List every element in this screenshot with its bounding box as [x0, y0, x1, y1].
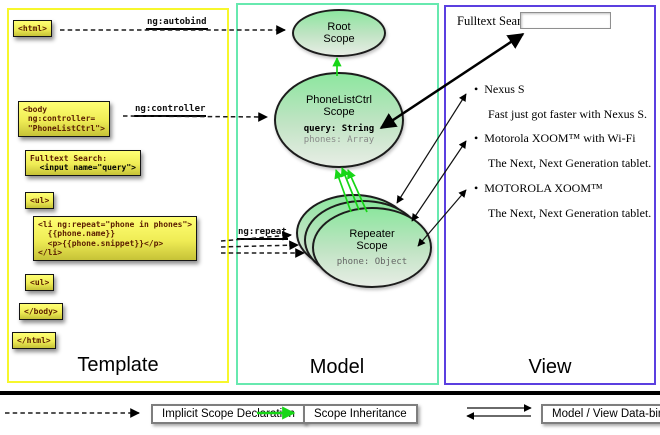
- code-line: <p>{{phone.snippet}}</p>: [38, 238, 164, 248]
- code-line: Fulltext Search:: [30, 153, 108, 163]
- code-box-body-open: <body ng:controller= "PhoneListCtrl">: [18, 101, 110, 137]
- list-item: • MOTOROLA XOOM™: [474, 181, 603, 196]
- template-column-label: Template: [77, 354, 159, 376]
- bullet-icon: •: [474, 82, 479, 96]
- code-line: "PhoneListCtrl">: [23, 123, 105, 133]
- item-title: Motorola XOOM™ with Wi-Fi: [484, 131, 636, 145]
- item-title: MOTOROLA XOOM™: [484, 181, 603, 195]
- code-line: </body>: [24, 306, 58, 316]
- repeater-scope-ellipse-front: Repeater Scope phone: Object: [312, 207, 432, 288]
- item-title: Nexus S: [484, 82, 525, 96]
- code-line: </li>: [38, 248, 63, 257]
- legend-scope-inheritance: Scope Inheritance: [303, 404, 418, 424]
- code-box-html-close: </html>: [12, 332, 56, 349]
- model-column-label: Model: [309, 356, 365, 378]
- code-box-ul-open: <ul>: [25, 192, 55, 209]
- code-line: <ul>: [30, 195, 50, 205]
- bullet-icon: •: [474, 181, 479, 195]
- scope-name: Scope: [356, 239, 388, 252]
- code-line: {{phone.name}}: [38, 229, 116, 238]
- item-description: The Next, Next Generation tablet.: [488, 206, 652, 220]
- scope-name: PhoneListCtrl: [305, 94, 373, 106]
- scope-name: Root: [327, 21, 351, 33]
- legend-data-binding: Model / View Data-binding: [541, 404, 660, 424]
- list-item: • Motorola XOOM™ with Wi-Fi: [474, 131, 636, 146]
- fulltext-search-label: Fulltext Search:: [457, 14, 537, 28]
- root-scope-ellipse: Root Scope: [292, 9, 386, 57]
- code-line: </html>: [17, 335, 51, 345]
- code-box-ul-close: <ul>: [25, 274, 55, 291]
- code-box-li-repeat: <li ng:repeat="phone in phones"> {{phone…: [33, 216, 198, 261]
- code-line: <body: [23, 104, 48, 114]
- scope-property-phone: phone: Object: [336, 256, 408, 267]
- code-line: <ul>: [30, 277, 50, 287]
- code-box-html-open: <html>: [13, 20, 52, 37]
- item-description: The Next, Next Generation tablet.: [488, 156, 652, 170]
- code-line: <html>: [18, 23, 47, 33]
- fulltext-search-input[interactable]: [520, 12, 611, 29]
- model-column: [236, 3, 439, 385]
- legend-implicit-scope: Implicit Scope Declaration: [151, 404, 306, 424]
- code-box-body-close: </body>: [19, 303, 63, 320]
- code-line: <input name="query">: [30, 163, 136, 172]
- ng-repeat-label: ng:repeat: [237, 227, 288, 240]
- list-item: • Nexus S: [474, 82, 525, 97]
- bullet-icon: •: [474, 131, 479, 145]
- code-line: <li ng:repeat="phone in phones">: [38, 219, 193, 229]
- phonelistctrl-scope-ellipse: PhoneListCtrl Scope query: String phones…: [274, 72, 404, 168]
- ng-autobind-label: ng:autobind: [146, 17, 208, 30]
- scope-property-phones: phones: Array: [303, 135, 375, 145]
- scope-name: Scope: [323, 106, 355, 118]
- ng-controller-label: ng:controller: [134, 104, 207, 117]
- item-description: Fast just got faster with Nexus S.: [488, 107, 647, 121]
- scope-property-query: query: String: [303, 124, 375, 134]
- scope-name: Scope: [323, 33, 355, 45]
- scope-name: Repeater: [349, 227, 395, 240]
- code-box-fulltext-search: Fulltext Search: <input name="query">: [25, 150, 141, 176]
- template-column: [7, 8, 229, 383]
- view-column-label: View: [528, 356, 572, 378]
- code-line: ng:controller=: [23, 114, 96, 123]
- legend-divider: [0, 391, 660, 395]
